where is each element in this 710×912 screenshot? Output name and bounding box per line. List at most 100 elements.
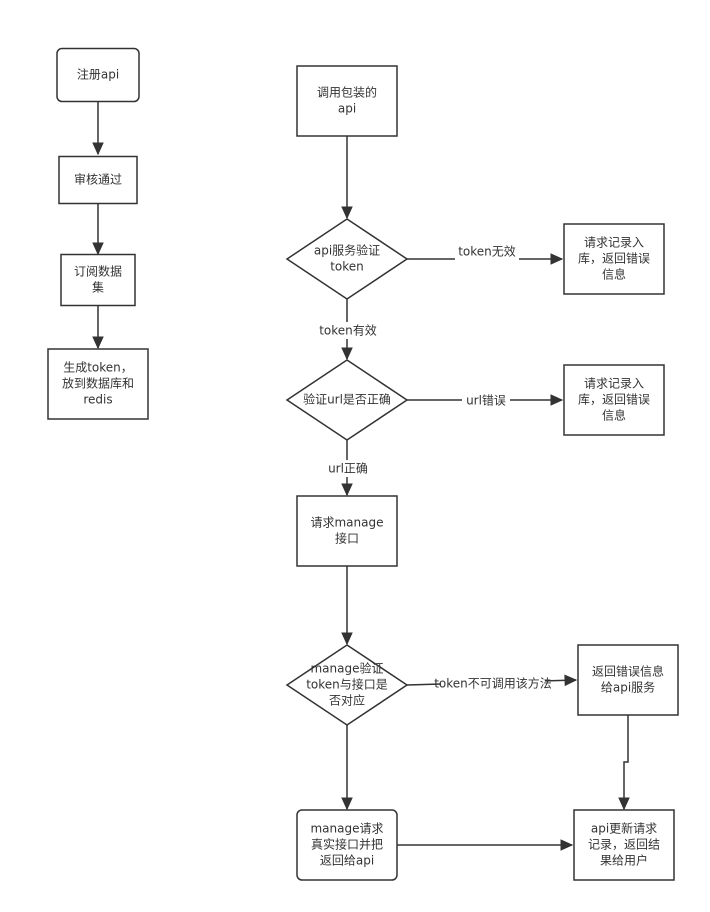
arrowhead (92, 142, 104, 156)
node-label-line: 库，返回错误 (578, 392, 650, 407)
node-call-wrapped-api: 调用包装的 api (296, 65, 398, 137)
node-label-line: manage验证 (310, 661, 383, 676)
process-box (60, 253, 136, 307)
node-label-line: 调用包装的 (317, 85, 377, 100)
node-label-line: 请求记录入 (584, 377, 644, 391)
node-label-line: 返回给api (320, 854, 374, 868)
edge-subscribe-dataset-to-generate-token (92, 306, 104, 350)
arrowhead (92, 336, 104, 350)
edges-layer: token无效 token有效 url错误 url正确 token不可调用该方法 (92, 102, 630, 851)
node-label-line: 请求记录入 (584, 236, 644, 250)
edge-manage-verify-to-manage-call-real (341, 725, 353, 811)
connector-line (623, 715, 629, 809)
edge-label-background (316, 322, 380, 339)
edge-verify-url-to-log-error-2: url错误 (407, 392, 564, 409)
decision-diamond (285, 644, 409, 726)
node-label-line: 信息 (602, 408, 626, 423)
arrowhead (550, 394, 564, 406)
edge-manage-verify-to-return-error: token不可调用该方法 (406, 674, 578, 692)
edge-verify-token-to-verify-url: token有效 (316, 299, 380, 361)
node-label-line: 库，返回错误 (578, 251, 650, 266)
node-label-line: 放到数据库和 (62, 376, 134, 391)
edge-register-api-to-review-passed (92, 102, 104, 156)
edge-manage-call-real-to-api-update-record (397, 839, 574, 851)
arrowhead (341, 206, 353, 220)
decision-diamond (285, 359, 409, 441)
arrowhead (92, 242, 104, 256)
node-label-line: 订阅数据 (74, 264, 122, 279)
arrowhead (341, 632, 353, 646)
edge-label: token不可调用该方法 (434, 676, 552, 691)
node-label-line: 记录，返回结 (588, 838, 660, 852)
node-label-line: token与接口是 (306, 677, 388, 692)
edge-label: url正确 (328, 462, 368, 476)
process-box (296, 495, 398, 567)
node-label-line: 注册api (77, 67, 119, 82)
arrowhead (560, 839, 574, 851)
arrowhead (341, 797, 353, 811)
edge-label-background (455, 243, 519, 260)
process-box (573, 809, 675, 881)
edge-label: token有效 (319, 323, 377, 338)
edge-label: url错误 (466, 394, 506, 408)
node-label-line: api服务验证 (314, 243, 380, 258)
arrowhead (550, 253, 564, 265)
node-label-line: 审核通过 (74, 172, 122, 187)
edge-label-background (462, 392, 510, 409)
terminal-box (296, 809, 398, 881)
edge-review-passed-to-subscribe-dataset (92, 204, 104, 256)
node-label-line: 接口 (335, 531, 359, 546)
arrowhead (618, 797, 630, 811)
process-box (563, 364, 665, 436)
edge-verify-url-to-request-manage: url正确 (324, 440, 372, 497)
edge-request-manage-to-manage-verify (341, 566, 353, 646)
node-label-line: redis (83, 393, 112, 407)
decision-diamond (285, 218, 409, 300)
node-label-line: 否对应 (329, 693, 365, 708)
edge-call-wrapped-api-to-verify-token (341, 136, 353, 220)
arrowhead (341, 483, 353, 497)
node-label-line: 验证url是否正确 (303, 392, 391, 407)
process-box (47, 348, 149, 420)
node-label-line: 集 (92, 280, 104, 295)
node-label-line: 给api服务 (601, 680, 655, 695)
process-box (563, 223, 665, 295)
node-label-line: api更新请求 (591, 821, 657, 836)
arrowhead (341, 347, 353, 361)
process-box (296, 65, 398, 137)
edge-label-background (441, 675, 545, 692)
edge-return-error-to-api-update-record (618, 715, 630, 811)
arrowhead (564, 674, 578, 687)
terminal-box (56, 47, 140, 103)
node-label-line: 返回错误信息 (592, 664, 664, 679)
edge-label-background (324, 460, 372, 477)
node-generate-token: 生成token，放到数据库和 redis (47, 348, 149, 420)
node-label-line: 请求manage (310, 516, 383, 530)
node-label-line: manage请求 (310, 822, 383, 836)
node-label-line: token (330, 260, 364, 274)
process-box (577, 644, 679, 716)
node-review-passed: 审核通过 (58, 155, 138, 205)
process-box (58, 155, 138, 205)
node-label-line: api (338, 102, 356, 116)
node-verify-url: 验证url是否正确 (285, 359, 409, 441)
edge-label: token无效 (458, 244, 516, 259)
node-label-line: 真实接口并把 (311, 837, 383, 852)
node-label-line: 果给用户 (600, 853, 648, 868)
node-label-line: 信息 (602, 267, 626, 282)
node-label-line: 生成token， (63, 361, 133, 375)
edge-verify-token-to-log-error-1: token无效 (407, 243, 564, 265)
node-register-api: 注册api (56, 47, 140, 103)
node-verify-token: api服务验证 token (285, 218, 409, 300)
